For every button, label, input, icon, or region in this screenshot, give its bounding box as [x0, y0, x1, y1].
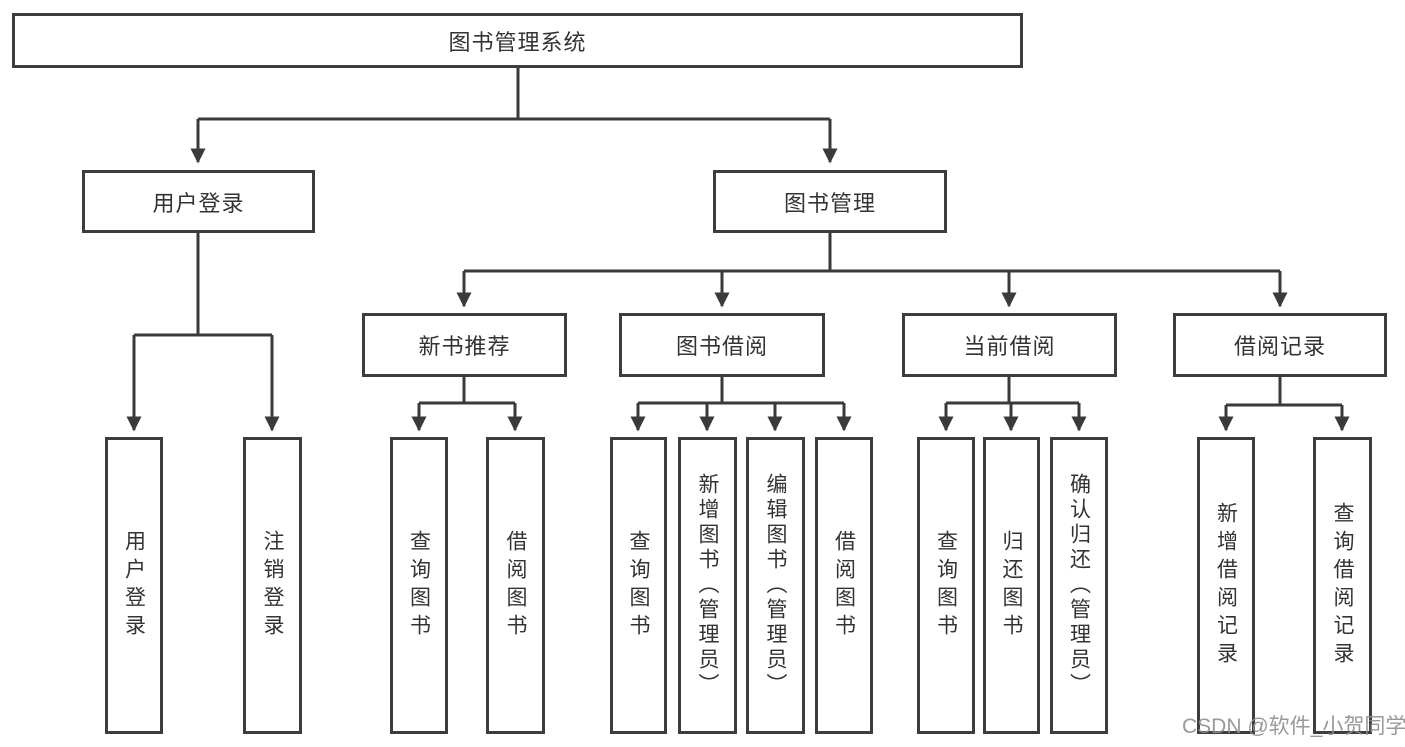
- node-book-management: 图书管理: [713, 170, 947, 233]
- node-user-login: 用户登录: [82, 170, 315, 233]
- node-book-borrow: 图书借阅: [619, 313, 825, 377]
- leaf-query-borrow-record: 查询借阅记录: [1313, 437, 1372, 734]
- node-current-borrow-label: 当前借阅: [963, 334, 1056, 359]
- leaf-query-books-2-label: 查询图书: [627, 529, 650, 642]
- leaf-query-books-1: 查询图书: [390, 437, 448, 734]
- leaf-edit-book-admin: 编辑图书（管理员）: [746, 437, 805, 734]
- leaf-add-book-admin-label: 新增图书（管理员）: [696, 473, 719, 698]
- leaf-edit-book-admin-label: 编辑图书（管理员）: [764, 473, 787, 698]
- leaf-add-borrow-record: 新增借阅记录: [1197, 437, 1255, 734]
- leaf-query-borrow-record-label: 查询借阅记录: [1331, 501, 1354, 670]
- leaf-return-book: 归还图书: [983, 437, 1040, 734]
- watermark: CSDN @软件_小贺同学: [1182, 715, 1405, 738]
- leaf-user-login: 用户登录: [105, 437, 163, 734]
- leaf-add-borrow-record-label: 新增借阅记录: [1214, 501, 1238, 670]
- node-book-borrow-label: 图书借阅: [675, 334, 768, 359]
- leaf-add-book-admin: 新增图书（管理员）: [678, 437, 737, 734]
- leaf-query-books-3: 查询图书: [917, 437, 975, 734]
- leaf-query-books-3-label: 查询图书: [934, 529, 958, 642]
- leaf-logout: 注销登录: [243, 437, 302, 734]
- leaf-borrow-books-1: 借阅图书: [486, 437, 545, 734]
- leaf-borrow-books-1-label: 借阅图书: [504, 529, 527, 642]
- node-user-login-label: 用户登录: [152, 190, 245, 216]
- node-root: 图书管理系统: [12, 13, 1023, 68]
- node-book-management-label: 图书管理: [783, 190, 876, 216]
- leaf-user-login-label: 用户登录: [122, 529, 146, 642]
- node-new-book-recommend-label: 新书推荐: [418, 334, 511, 359]
- leaf-logout-label: 注销登录: [261, 529, 284, 642]
- node-borrow-records-label: 借阅记录: [1233, 334, 1326, 359]
- leaf-query-books-1-label: 查询图书: [407, 529, 431, 642]
- leaf-borrow-books-2: 借阅图书: [815, 437, 873, 734]
- node-borrow-records: 借阅记录: [1173, 313, 1387, 377]
- node-new-book-recommend: 新书推荐: [362, 313, 567, 377]
- node-root-label: 图书管理系统: [448, 29, 587, 55]
- leaf-confirm-return-admin: 确认归还（管理员）: [1050, 437, 1108, 734]
- leaf-confirm-return-admin-label: 确认归还（管理员）: [1067, 473, 1091, 698]
- leaf-query-books-2: 查询图书: [610, 437, 667, 734]
- node-current-borrow: 当前借阅: [902, 313, 1117, 377]
- leaf-borrow-books-2-label: 借阅图书: [832, 529, 856, 642]
- leaf-return-book-label: 归还图书: [1000, 529, 1023, 642]
